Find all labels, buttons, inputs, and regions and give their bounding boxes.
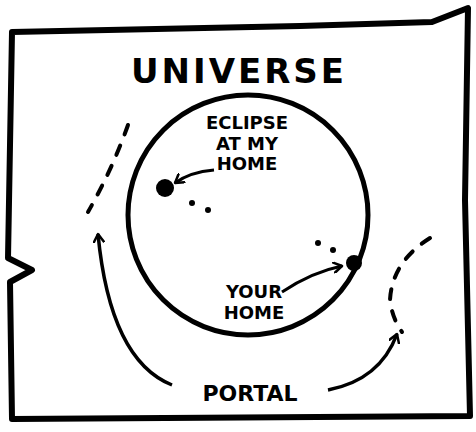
home-dot xyxy=(156,179,174,197)
leader-arrow xyxy=(175,170,214,183)
home-dot xyxy=(346,255,362,271)
portal-arrow xyxy=(328,334,397,390)
home-label: YOUR HOME xyxy=(212,282,296,323)
portal-arc xyxy=(88,125,128,212)
portal-label: PORTAL xyxy=(178,381,322,406)
portal-arrow xyxy=(98,234,172,385)
trail-dot xyxy=(330,247,336,253)
trail-dot xyxy=(315,240,321,246)
universe-title: UNIVERSE xyxy=(12,52,466,91)
leader-arrow xyxy=(282,266,342,292)
trail-dot xyxy=(205,207,211,213)
portal-arc xyxy=(390,238,430,332)
paper-outline xyxy=(8,8,470,419)
universe-circle xyxy=(128,95,368,335)
eclipse-label: ECLIPSE AT MY HOME xyxy=(198,113,296,175)
trail-dot xyxy=(189,200,195,206)
universe-paper: UNIVERSE xyxy=(12,12,466,416)
